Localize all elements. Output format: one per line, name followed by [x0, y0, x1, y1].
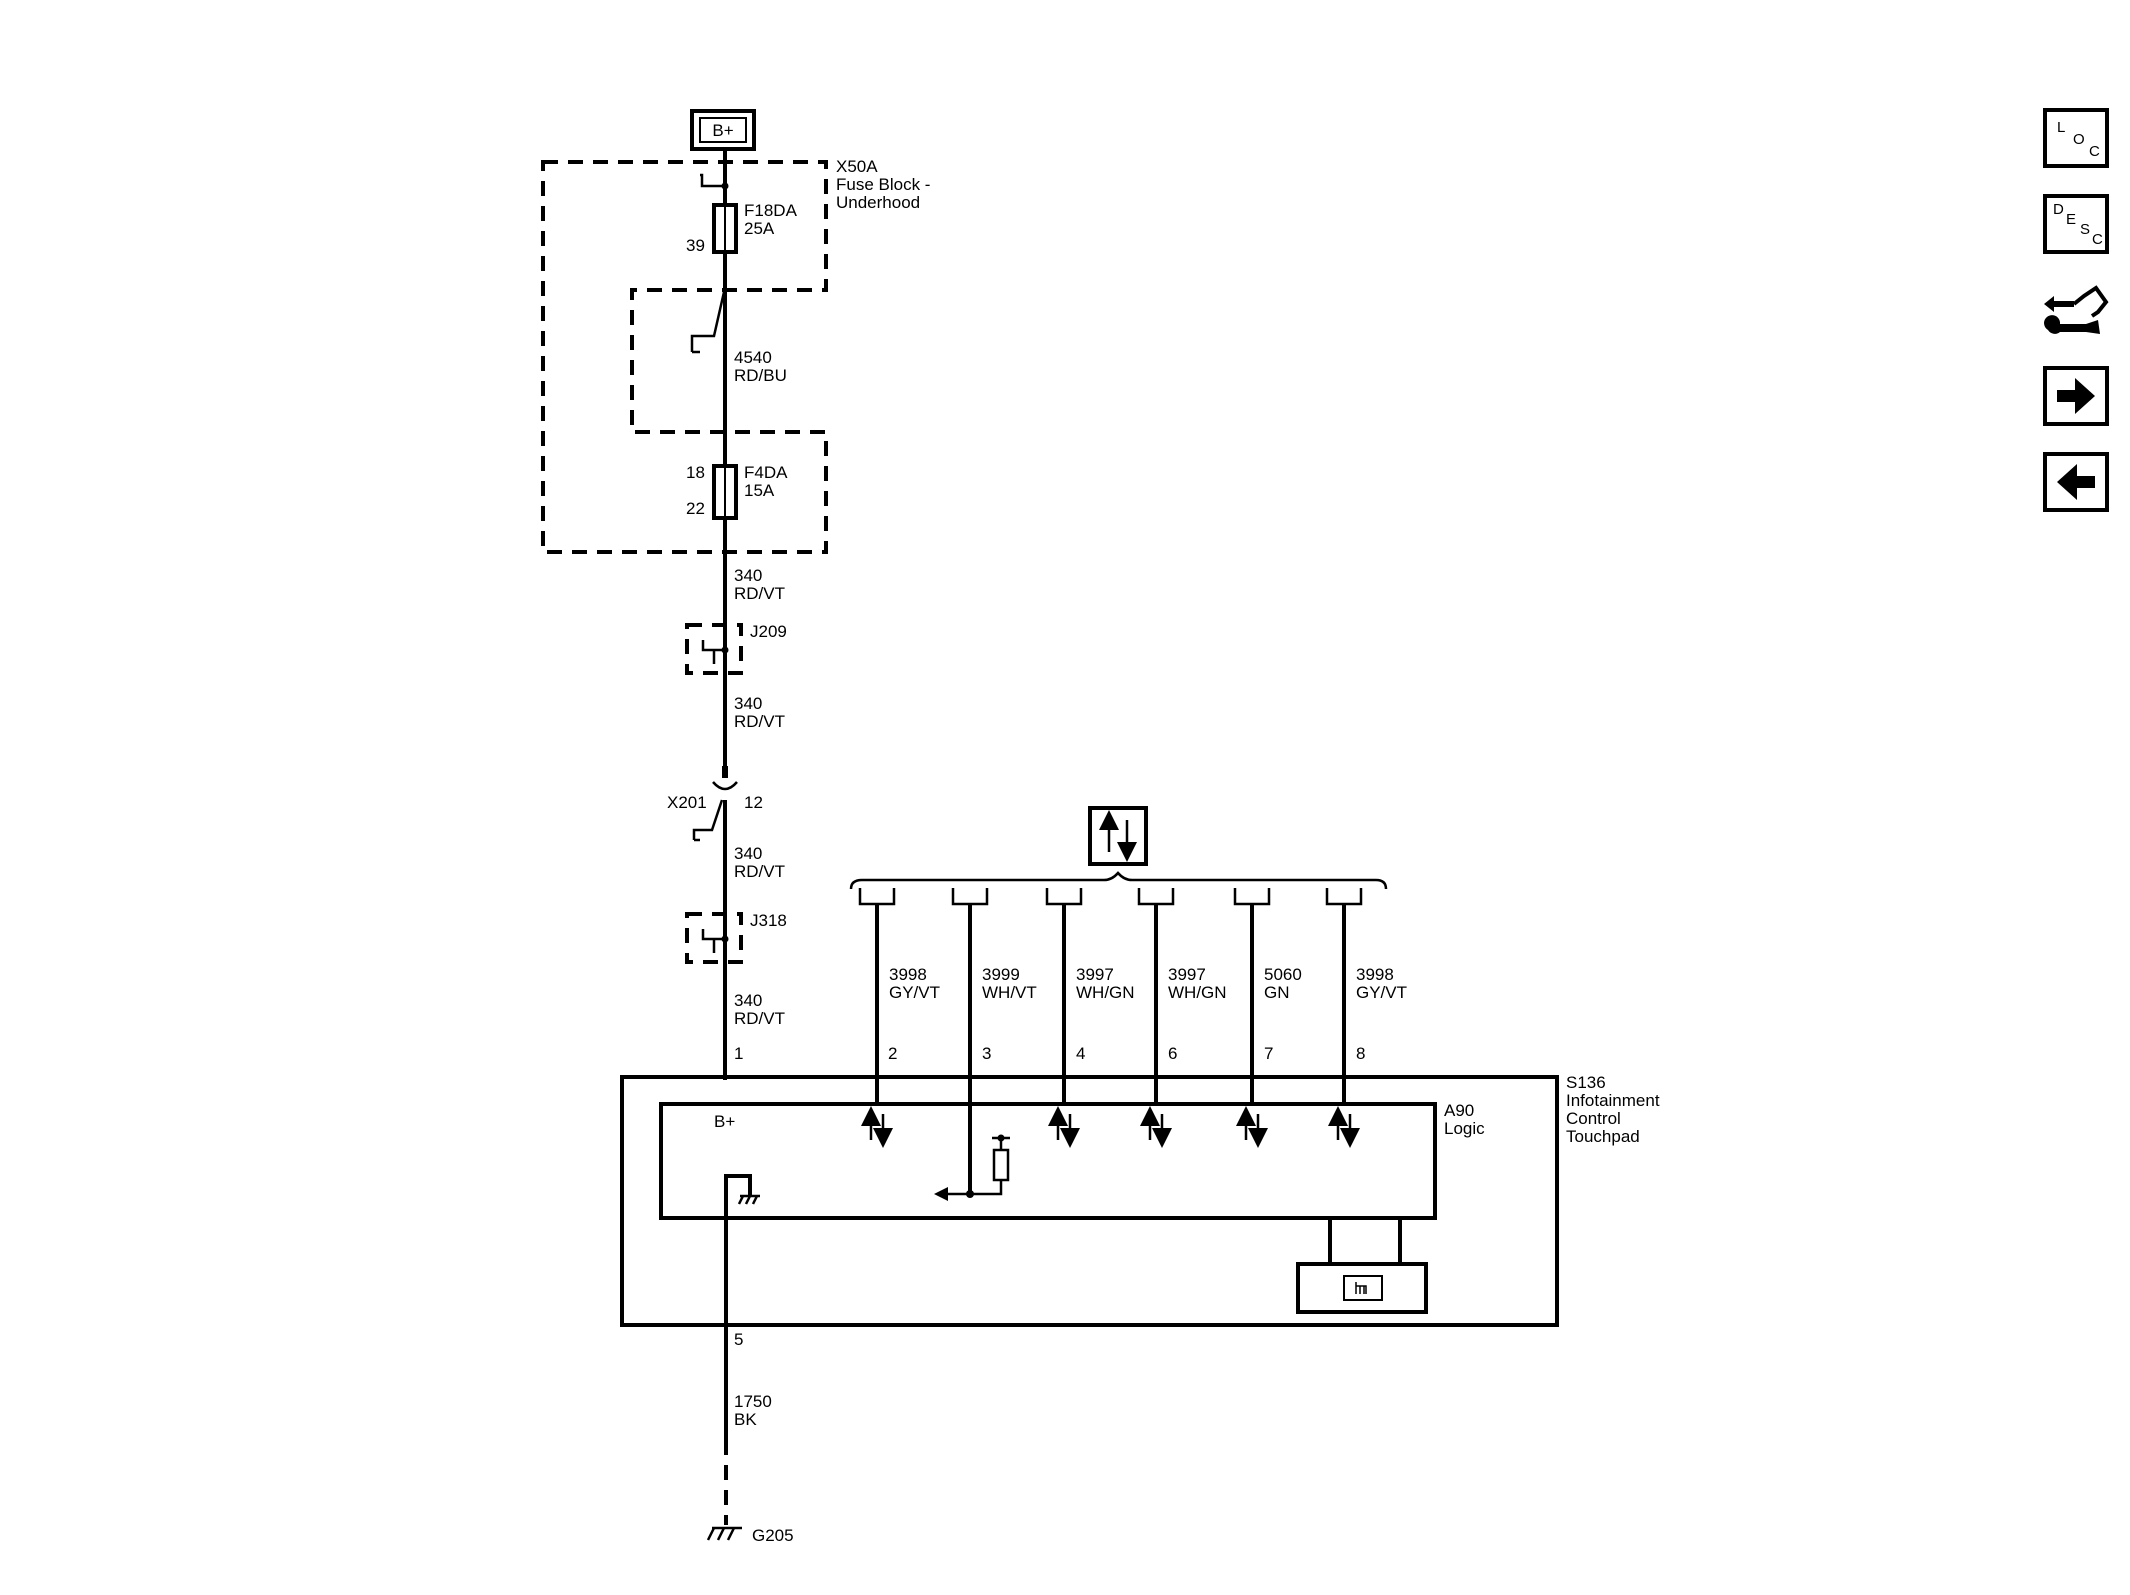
module-name-1: Infotainment: [1566, 1091, 1660, 1110]
wire-4540-circuit: 4540: [734, 348, 772, 367]
logic-a90-box: [659, 1102, 1437, 1220]
wire-340-circuit-1: 340: [734, 566, 762, 585]
fuse-bottom-id: F4DA: [744, 463, 788, 482]
touchpad-element: [1296, 1218, 1428, 1314]
desc-letter-s: S: [2080, 221, 2091, 238]
wire-340-circuit-2: 340: [734, 694, 762, 713]
wire-340-color-1: RD/VT: [734, 584, 785, 603]
logic-id: A90: [1444, 1101, 1474, 1120]
signal-wire-color: GN: [1264, 983, 1290, 1002]
desc-letter-d: D: [2053, 201, 2064, 218]
pin-number: 2: [888, 1044, 897, 1063]
pin-number: 8: [1356, 1044, 1365, 1063]
loc-button[interactable]: L O C: [2043, 108, 2109, 168]
signal-wire-circuit: 5060: [1264, 965, 1302, 984]
signal-wire-circuit: 3999: [982, 965, 1020, 984]
wire-340-color-2: RD/VT: [734, 712, 785, 731]
fuse-bottom-rating: 15A: [744, 481, 775, 500]
pin-number-row: 1 2 3 4 6 7 8: [734, 1044, 1365, 1063]
battery-label: B+: [712, 121, 733, 140]
splice-j318-label: J318: [750, 911, 787, 930]
signal-wire-color: WH/GN: [1076, 983, 1135, 1002]
signal-wire-color: WH/VT: [982, 983, 1037, 1002]
wire-340-color-3: RD/VT: [734, 862, 785, 881]
fuse-bottom-pin-out: 22: [686, 499, 705, 518]
signal-wire-color: GY/VT: [1356, 983, 1407, 1002]
signal-wire-color: GY/VT: [889, 983, 940, 1002]
signal-wire-circuit: 3998: [889, 965, 927, 984]
logic-bplus-label: B+: [714, 1112, 735, 1131]
fuse-bottom-pin-in: 18: [686, 463, 705, 482]
fuse-f18da: [712, 203, 738, 254]
fuse-block-name-2: Underhood: [836, 193, 920, 212]
connector-x201: [692, 766, 738, 842]
wire-4540-color: RD/BU: [734, 366, 787, 385]
signal-wire-group: 3998GY/VT3999WH/VT3997WH/GN3997WH/GN5060…: [858, 888, 1407, 1201]
wire-340-circuit-3: 340: [734, 844, 762, 863]
splice-j209: [685, 623, 743, 675]
arrow-right-icon: [2057, 378, 2095, 414]
loc-letter-c: C: [2089, 143, 2100, 160]
pin-number: 7: [1264, 1044, 1273, 1063]
internal-connector: [690, 291, 726, 354]
connector-x201-pin: 12: [744, 793, 763, 812]
ground-wire: [706, 1325, 742, 1541]
signal-wire-circuit: 3997: [1076, 965, 1114, 984]
fuse-top-rating: 25A: [744, 219, 775, 238]
module-id: S136: [1566, 1073, 1606, 1092]
fuse-f4da: [712, 464, 738, 520]
desc-letter-c: C: [2092, 231, 2103, 248]
signal-wire-color: WH/GN: [1168, 983, 1227, 1002]
desc-button[interactable]: D E S C: [2043, 194, 2109, 254]
connector-x201-id: X201: [667, 793, 707, 812]
arrow-left-icon: [2057, 464, 2095, 500]
signal-wire-circuit: 3997: [1168, 965, 1206, 984]
splice-j209-label: J209: [750, 622, 787, 641]
connector-wrench-icon[interactable]: [2040, 278, 2112, 350]
fuse-block-name-1: Fuse Block -: [836, 175, 930, 194]
fuse-block-outline: [541, 160, 828, 554]
wire-340-circuit-4: 340: [734, 991, 762, 1010]
busbar-connection: [700, 173, 729, 190]
battery-source: B+: [690, 109, 756, 151]
forward-button[interactable]: [2043, 366, 2109, 426]
module-s136-box: [620, 1075, 1559, 1327]
pin-number: 3: [982, 1044, 991, 1063]
module-name-3: Touchpad: [1566, 1127, 1640, 1146]
logic-name: Logic: [1444, 1119, 1485, 1138]
wire-340-color-4: RD/VT: [734, 1009, 785, 1028]
internal-ground: [724, 1174, 760, 1330]
fuse-block-id: X50A: [836, 157, 878, 176]
pin-number: 1: [734, 1044, 743, 1063]
desc-letter-e: E: [2066, 211, 2077, 228]
splice-j318: [685, 912, 743, 964]
ground-id: G205: [752, 1526, 794, 1545]
module-name-2: Control: [1566, 1109, 1621, 1128]
loc-letter-l: L: [2057, 119, 2066, 136]
loc-letter-o: O: [2073, 131, 2085, 148]
fuse-top-pin: 39: [686, 236, 705, 255]
back-button[interactable]: [2043, 452, 2109, 512]
pin-number: 4: [1076, 1044, 1085, 1063]
ground-wire-color: BK: [734, 1410, 757, 1429]
ground-wire-circuit: 1750: [734, 1392, 772, 1411]
fuse-top-id: F18DA: [744, 201, 798, 220]
serial-data-symbol: [849, 806, 1388, 890]
pin-number: 6: [1168, 1044, 1177, 1063]
ground-pin: 5: [734, 1330, 743, 1349]
signal-wire-circuit: 3998: [1356, 965, 1394, 984]
